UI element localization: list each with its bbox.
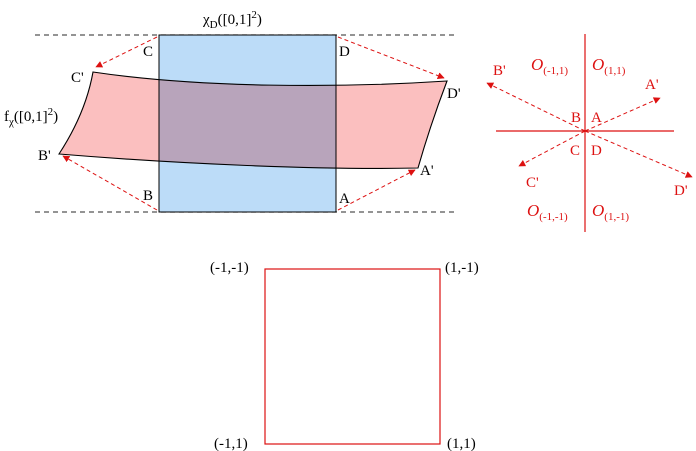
bottom-corner-top-left: (-1,-1) xyxy=(210,260,249,276)
direction-label-c-prime: C' xyxy=(526,175,539,191)
corner-label-b-prime: B' xyxy=(38,148,51,164)
top-diagram: χD([0,1]2) fχ([0,1]2) C D B A C' D' B' A… xyxy=(4,9,461,213)
center-label-b: B xyxy=(571,110,581,126)
corner-label-a-prime: A' xyxy=(420,163,434,179)
arrow-c-to-c-prime xyxy=(95,36,158,68)
corner-label-b: B xyxy=(143,188,153,204)
center-label-d: D xyxy=(591,143,602,159)
corner-label-a: A xyxy=(339,191,350,207)
bottom-corner-bottom-left: (-1,1) xyxy=(214,436,248,451)
arrow-d-to-d-prime xyxy=(337,36,445,79)
direction-label-d-prime: D' xyxy=(674,183,688,199)
bottom-square xyxy=(264,268,441,445)
octant-label-top-left: O(-1,1) xyxy=(531,55,568,77)
center-label-c: C xyxy=(570,143,580,159)
image-label: fχ([0,1]2) xyxy=(4,106,58,128)
octant-label-top-right: O(1,1) xyxy=(592,55,626,77)
bottom-square-diagram: (-1,-1) (1,-1) (-1,1) (1,1) xyxy=(210,260,479,451)
octant-label-bottom-right: O(1,-1) xyxy=(592,201,629,223)
corner-label-d-prime: D' xyxy=(447,86,461,102)
corner-label-c: C xyxy=(143,44,153,60)
deformed-image-outline xyxy=(58,71,448,169)
bottom-corner-bottom-right: (1,1) xyxy=(447,436,476,451)
bottom-corner-top-right: (1,-1) xyxy=(445,260,479,276)
overlap-region xyxy=(159,79,336,169)
octant-label-bottom-left: O(-1,-1) xyxy=(527,201,568,223)
direction-label-a-prime: A' xyxy=(645,77,659,93)
direction-arrow-d-prime xyxy=(584,130,693,178)
center-label-a: A xyxy=(591,110,602,126)
direction-label-b-prime: B' xyxy=(493,63,506,79)
arrow-a-to-a-prime xyxy=(337,169,416,211)
right-diagram: B' A' C' D' B A C D O(-1,1) O(1,1) O(-1,… xyxy=(486,34,693,232)
direction-arrow-c-prime xyxy=(518,130,586,167)
corner-label-c-prime: C' xyxy=(71,70,84,86)
corner-label-d: D xyxy=(339,44,350,60)
domain-label: χD([0,1]2) xyxy=(202,9,262,31)
